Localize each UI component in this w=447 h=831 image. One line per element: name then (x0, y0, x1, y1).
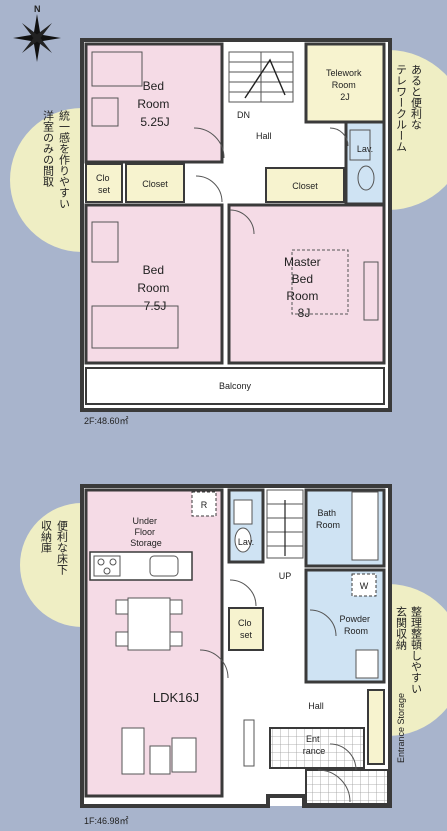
master-label-1: Master (284, 255, 321, 269)
closet-1f-label-2: set (240, 630, 253, 640)
svg-text:Ent rance: Ent rance (303, 734, 326, 756)
bed-nw-label-1: Bed (143, 79, 164, 93)
room-telework (304, 42, 386, 124)
up-label: UP (279, 571, 292, 581)
porch-floor (305, 769, 389, 805)
floor-2-plan: Bed Room 5.25J Bed Room 7.5J Master Bed … (80, 38, 392, 412)
note-2f-right-line2: テレワークルーム (395, 64, 408, 152)
kitchen-counter (89, 551, 193, 581)
room-lavatory-2f (344, 120, 386, 206)
room-bed-nw (84, 42, 224, 164)
svg-text:Bed Room 5.25J: Bed Room 5.25J (137, 79, 172, 129)
entrance-storage (367, 689, 385, 765)
bath-label-1: Bath (317, 508, 336, 518)
note-1f-left-line1: 便利な床下 (56, 520, 69, 576)
lavatory-2f-label: Lav. (357, 144, 373, 154)
bed-nw-label-2: Room (137, 97, 169, 111)
entrance-storage-label: Entrance Storage (396, 693, 406, 763)
closet-small-2f-label-1: Clo (96, 173, 110, 183)
furniture-2f (91, 51, 379, 349)
closet-mid-2f-label: Closet (142, 179, 168, 189)
entrance-label-2: rance (303, 746, 326, 756)
staircase-1f (266, 489, 304, 559)
refrigerator (191, 491, 217, 517)
closet-1f (228, 607, 264, 651)
bed-sw-label-2: Room (137, 281, 169, 295)
bed-sw-label-1: Bed (143, 263, 164, 277)
svg-text:Powder Room: Powder Room (339, 614, 372, 636)
note-2f-left-line1: 統一感を作りやすい (58, 109, 71, 209)
entrance-label-1: Ent (306, 734, 320, 744)
washer-label: W (360, 581, 369, 591)
floor-2-area: 2F:48.60㎡ (84, 416, 129, 426)
telework-label-3: 2J (340, 92, 350, 102)
closet-1f-label-1: Clo (238, 618, 252, 628)
under-floor-label-3: Storage (130, 538, 162, 548)
telework-label-2: Room (332, 80, 356, 90)
note-1f-right-line1: 整理整頓しやすい (410, 605, 423, 694)
note-2f-right-line1: あると便利な (410, 64, 423, 130)
balcony-label: Balcony (219, 381, 252, 391)
bed-sw-label-3: 7.5J (144, 299, 167, 313)
powder-label-1: Powder (339, 614, 370, 624)
floor-1-area: 1F:46.98㎡ (84, 816, 129, 826)
compass-rose-icon: N (13, 4, 61, 62)
svg-text:Clo set: Clo set (238, 618, 254, 640)
closet-small-2f-label-2: set (98, 185, 111, 195)
svg-text:Clo set: Clo set (96, 173, 112, 195)
closet-small-2f (85, 163, 123, 203)
under-floor-label-1: Under (132, 516, 157, 526)
master-label-4: 8J (298, 306, 311, 320)
closet-master-2f-label: Closet (292, 181, 318, 191)
entrance-floor (269, 727, 365, 769)
refrigerator-label: R (201, 500, 208, 510)
telework-label-1: Telework (326, 68, 362, 78)
furniture-1f (115, 491, 379, 775)
bed-nw-label-3: 5.25J (140, 115, 169, 129)
bath-label-2: Room (316, 520, 340, 530)
powder-label-2: Room (344, 626, 368, 636)
note-1f-left-line2: 収納庫 (40, 520, 53, 554)
hall-label-2f: Hall (256, 131, 272, 141)
svg-text:Telework Room 2J: Telework Room 2J (326, 68, 364, 102)
svg-text:Under Floor Storag: Under Floor Storage (130, 516, 162, 548)
room-bed-sw (84, 203, 224, 365)
floor-1-plan: Under Floor Storage R LDK16J Lav. Clo se… (80, 484, 406, 808)
room-master (227, 203, 386, 365)
svg-text:Bath Room: Bath Room (316, 508, 340, 530)
ldk-label: LDK16J (153, 690, 199, 705)
master-label-3: Room (286, 289, 318, 303)
svg-text:Bed Room 7.5J: Bed Room 7.5J (137, 263, 172, 313)
note-2f-left-line2: 洋室のみの間取 (42, 109, 55, 188)
hall-label-1f: Hall (308, 701, 324, 711)
washer (351, 573, 377, 597)
balcony (85, 367, 385, 405)
lavatory-1f-label: Lav. (238, 537, 254, 547)
compass-north-label: N (34, 4, 41, 14)
master-label-2: Bed (292, 272, 313, 286)
closet-master-2f (265, 167, 345, 203)
closet-mid-2f (125, 163, 185, 203)
under-floor-label-2: Floor (134, 527, 155, 537)
note-1f-right-line2: 玄関収納 (395, 605, 408, 651)
staircase-2f (228, 51, 294, 103)
dn-label: DN (237, 110, 250, 120)
svg-text:Master Bed Room: Master Bed Room 8J (284, 255, 324, 320)
